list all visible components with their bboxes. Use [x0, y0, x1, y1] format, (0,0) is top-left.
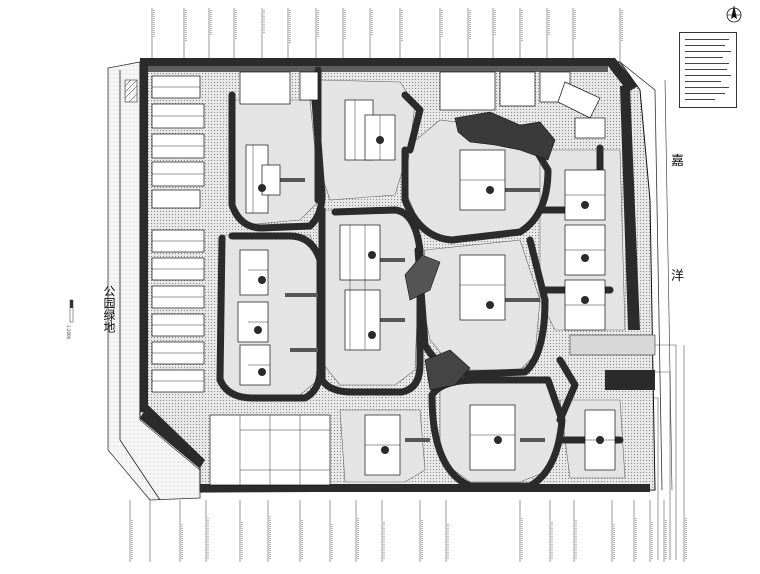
- water-feature: [454, 111, 556, 161]
- legend-box: [679, 32, 737, 108]
- hatch-lines: [124, 79, 138, 103]
- east-gate-block: [569, 334, 656, 356]
- building-cores: [254, 136, 604, 454]
- east-road-stub: [605, 370, 655, 390]
- bottom-leader-text: [131, 516, 687, 560]
- north-arrow-icon: [726, 5, 742, 23]
- road-label-yang: 洋: [671, 269, 685, 284]
- east-boundary: [619, 61, 663, 491]
- top-leader-text: [153, 10, 623, 44]
- building-details: [152, 86, 615, 485]
- park-label: 公园绿地: [102, 285, 116, 333]
- pond-feature: [424, 349, 471, 391]
- road-label-jia: 嘉: [671, 154, 685, 169]
- bottom-leader-lines: [129, 345, 685, 562]
- top-leader-lines: [151, 8, 621, 62]
- plaza-feature: [404, 254, 441, 301]
- east-road-edge: [664, 79, 673, 491]
- scale-bar: [69, 299, 74, 323]
- north-hatched-strip: [148, 66, 608, 72]
- scale-note: 1:2000: [66, 325, 71, 340]
- site-boundary-left: [119, 70, 161, 501]
- perimeter-road: [140, 58, 650, 492]
